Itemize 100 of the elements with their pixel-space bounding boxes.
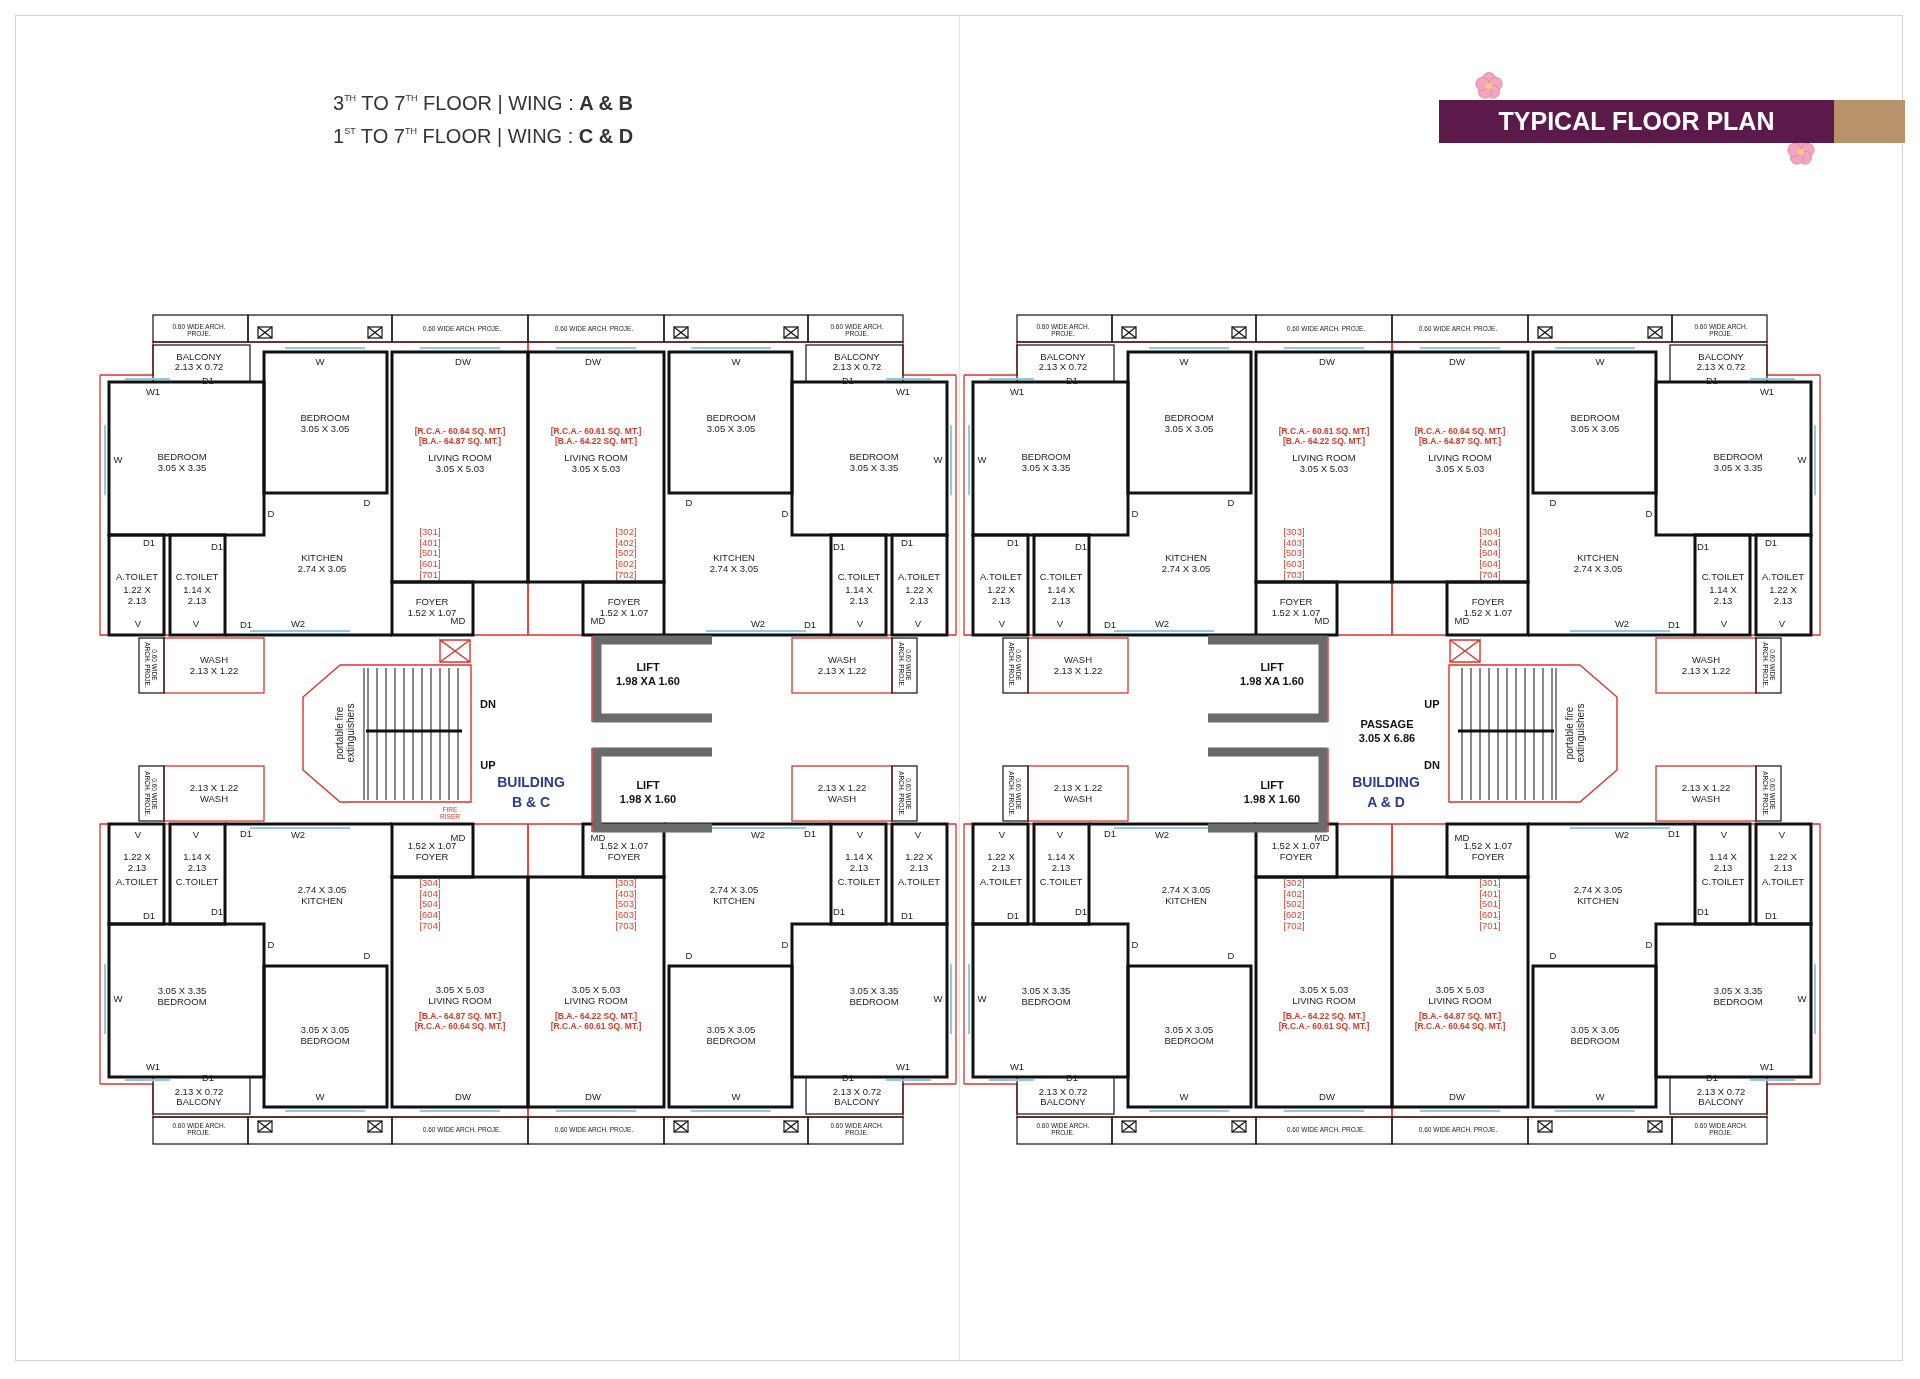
room-dimension: 3.05 X 3.35 — [849, 985, 899, 997]
unit-numbers: [301] [401][501] [601][701] — [1479, 878, 1501, 932]
opening-mark: W1 — [1759, 386, 1775, 398]
opening-mark: V — [1056, 829, 1064, 841]
room-name: BALCONY — [176, 1096, 222, 1108]
room-dimension: 1.22 X 2.13 — [1768, 585, 1798, 607]
lift-label: 3.05 X 6.86 — [1358, 731, 1416, 745]
opening-mark: MD — [590, 832, 606, 843]
lift-label: 1.98 X 1.60 — [619, 792, 677, 806]
opening-mark: MD — [450, 832, 466, 843]
room-name: LIVING ROOM — [564, 995, 628, 1007]
room-name: A.TOILET — [1761, 876, 1805, 888]
room-dimension: 3.05 X 5.03 — [435, 984, 485, 996]
room-name: LIVING ROOM — [564, 452, 628, 464]
room-dimension: 2.13 X 0.72 — [1696, 361, 1746, 373]
opening-mark: V — [998, 829, 1006, 841]
area-label: [B.A.- 64.87 SQ. MT.] — [1418, 1012, 1502, 1022]
building-label: BUILDING — [497, 775, 565, 791]
unit-numbers: [303] [403][503] [603][703] — [615, 878, 637, 932]
opening-mark: DW — [1449, 356, 1465, 368]
opening-mark: D1 — [832, 906, 846, 918]
opening-mark: D — [1549, 497, 1557, 509]
room-name: FOYER — [1279, 851, 1313, 863]
room-name: A.TOILET — [115, 571, 159, 583]
fire-extinguisher-note: portable fire extinguishers — [333, 702, 357, 765]
building-label: B & C — [511, 795, 551, 811]
opening-mark: V — [914, 618, 922, 630]
room-dimension: 2.13 X 1.22 — [189, 782, 239, 794]
opening-mark: D — [1645, 939, 1653, 951]
room-dimension: 3.05 X 3.05 — [1570, 423, 1620, 435]
room-dimension: 1.52 X 1.07 — [407, 840, 457, 852]
stair-direction-label: DN — [480, 697, 496, 711]
opening-mark: W — [1179, 356, 1189, 368]
building-label: A & D — [1367, 795, 1405, 811]
opening-mark: D1 — [1667, 828, 1681, 840]
room-name: FOYER — [1279, 596, 1313, 608]
room-name: C.TOILET — [175, 876, 219, 888]
opening-mark: W1 — [145, 386, 161, 398]
room-name: C.TOILET — [1039, 876, 1083, 888]
opening-mark: W2 — [290, 618, 306, 630]
lift-label: LIFT — [1260, 778, 1284, 792]
opening-mark: W2 — [1614, 618, 1630, 630]
room-name: FOYER — [1471, 851, 1505, 863]
opening-mark: D1 — [1696, 541, 1710, 553]
stair-direction-label: UP — [480, 758, 496, 772]
opening-mark: W — [731, 356, 741, 368]
opening-mark: MD — [1454, 832, 1470, 843]
opening-mark: MD — [1314, 832, 1330, 843]
opening-mark: DW — [585, 1091, 601, 1103]
opening-mark: D — [781, 939, 789, 951]
room-name: LIVING ROOM — [1428, 452, 1492, 464]
opening-mark: D1 — [142, 910, 156, 922]
room-dimension: 3.05 X 3.05 — [706, 1024, 756, 1036]
opening-mark: W2 — [1614, 829, 1630, 841]
opening-mark: W2 — [290, 829, 306, 841]
lift-label: 1.98 X 1.60 — [1243, 792, 1301, 806]
opening-mark: D1 — [201, 1072, 215, 1084]
room-name: A.TOILET — [979, 571, 1023, 583]
opening-mark: D — [781, 508, 789, 520]
opening-mark: W1 — [895, 1061, 911, 1073]
unit-numbers: [301] [401][501] [601][701] — [419, 527, 441, 581]
opening-mark: W1 — [1009, 1061, 1025, 1073]
room-name: BEDROOM — [706, 412, 756, 424]
room-name: BALCONY — [1698, 1096, 1744, 1108]
opening-mark: D1 — [142, 537, 156, 549]
opening-mark: D1 — [841, 1072, 855, 1084]
opening-mark: W — [113, 993, 123, 1005]
room-dimension: 1.52 X 1.07 — [1271, 840, 1321, 852]
room-dimension: 2.13 X 0.72 — [1038, 1086, 1088, 1098]
opening-mark: D1 — [210, 906, 224, 918]
room-name: BEDROOM — [157, 451, 207, 463]
room-name: WASH — [1063, 654, 1093, 666]
room-dimension: 1.14 X 2.13 — [844, 852, 874, 874]
room-name: BEDROOM — [1164, 412, 1214, 424]
room-name: A.TOILET — [1761, 571, 1805, 583]
opening-mark: W1 — [1009, 386, 1025, 398]
room-name: A.TOILET — [897, 571, 941, 583]
unit-numbers: [304] [404][504] [604][704] — [419, 878, 441, 932]
opening-mark: D — [1131, 508, 1139, 520]
room-name: C.TOILET — [837, 876, 881, 888]
room-name: C.TOILET — [1039, 571, 1083, 583]
room-dimension: 1.22 X 2.13 — [1768, 852, 1798, 874]
opening-mark: W2 — [750, 618, 766, 630]
room-name: KITCHEN — [1577, 895, 1619, 907]
opening-mark: W — [1595, 1091, 1605, 1103]
room-name: WASH — [1691, 793, 1721, 805]
room-name: BEDROOM — [1021, 996, 1071, 1008]
opening-mark: W — [977, 454, 987, 466]
room-dimension: 2.13 X 1.22 — [817, 665, 867, 677]
opening-mark: DW — [1449, 1091, 1465, 1103]
room-dimension: 1.52 X 1.07 — [407, 607, 457, 618]
opening-mark: D1 — [1764, 537, 1778, 549]
opening-mark: D — [363, 497, 371, 509]
area-label: [B.A.- 64.22 SQ. MT.] — [1282, 1012, 1366, 1022]
room-dimension: 2.13 X 0.72 — [174, 361, 224, 373]
opening-mark: V — [192, 829, 200, 841]
room-dimension: 1.22 X 2.13 — [904, 585, 934, 607]
opening-mark: D — [267, 508, 275, 520]
room-dimension: 3.05 X 3.35 — [157, 462, 207, 474]
room-dimension: 1.22 X 2.13 — [122, 585, 152, 607]
